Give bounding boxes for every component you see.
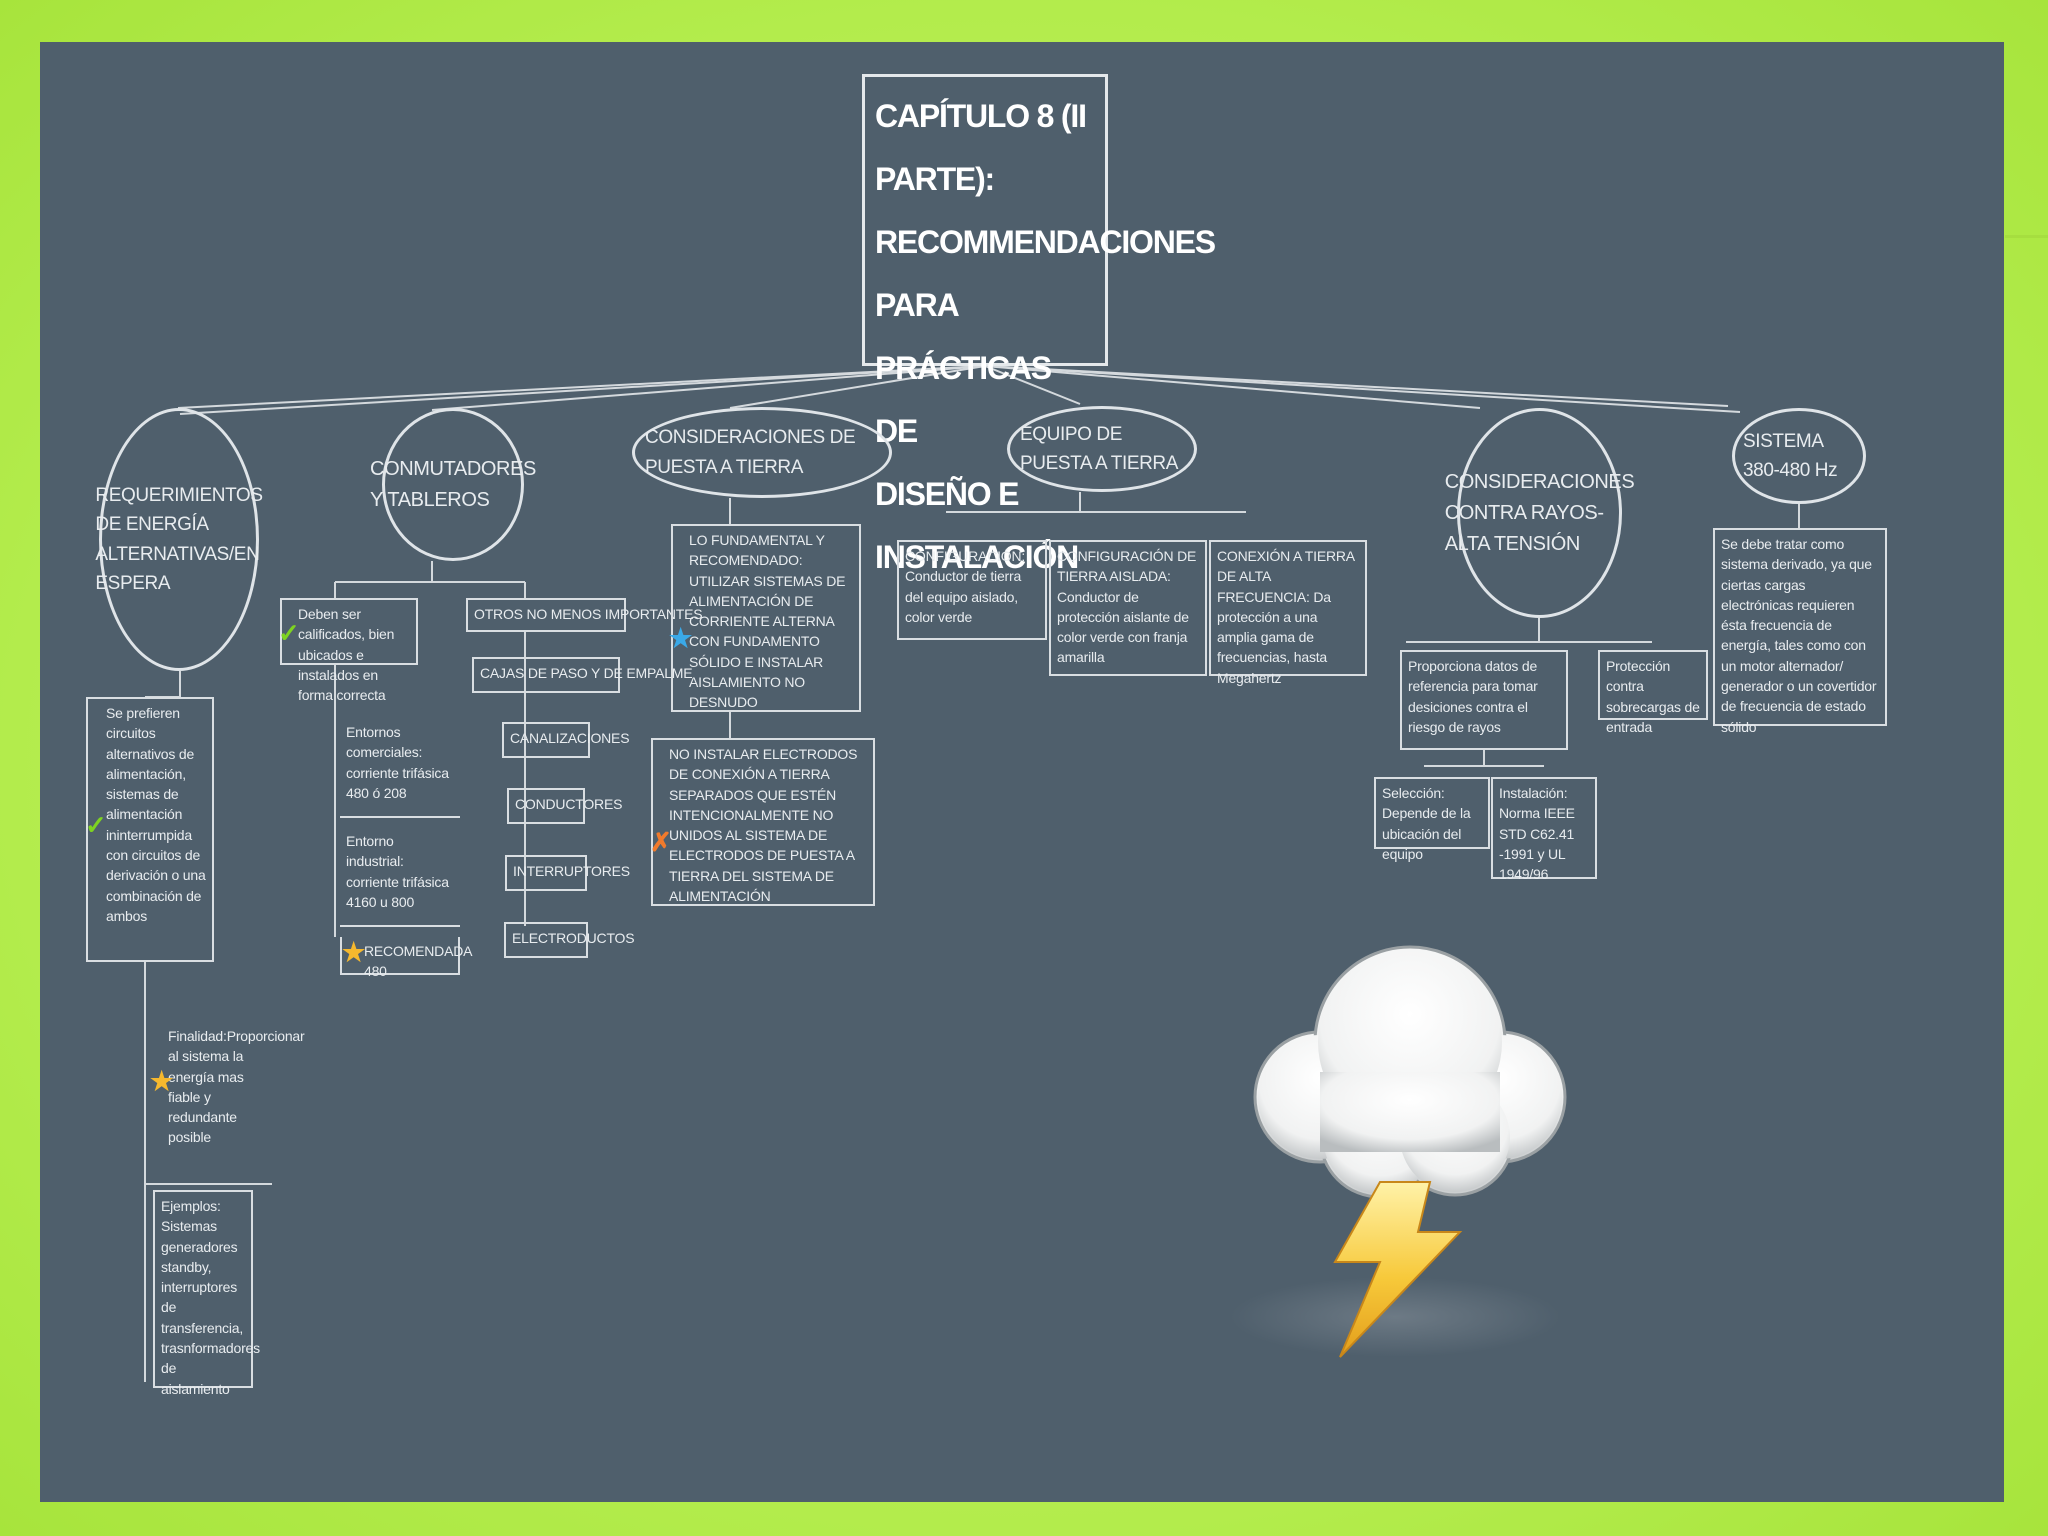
check-icon: ✓: [278, 618, 300, 648]
map-title: CAPÍTULO 8 (II PARTE): RECOMMENDACIONES …: [862, 74, 1216, 575]
conmutadores-comerciales-text: Entornos comerciales: corriente trifásic…: [346, 724, 449, 801]
energia-ejemplos-text: Ejemplos: Sistemas generadores standby, …: [161, 1198, 260, 1397]
equipo-configuracion-text: CONFIGURACIÓN: Conductor de tierra del e…: [905, 548, 1026, 625]
decorative-line: [2005, 235, 2048, 238]
rayos-seleccion-text: Selección: Depende de la ubicación del e…: [1382, 785, 1471, 862]
branch-puesta-oval: CONSIDERACIONES DE PUESTA A TIERRA: [632, 407, 892, 498]
rayos-proteccion-box: Protección contra sobrecargas de entrada: [1598, 650, 1708, 735]
rayos-datos-box: Proporciona datos de referencia para tom…: [1400, 650, 1568, 750]
conmutadores-comerciales-box: Entornos comerciales: corriente trifásic…: [340, 718, 460, 818]
concept-map-board: CAPÍTULO 8 (II PARTE): RECOMMENDACIONES …: [40, 42, 2004, 1502]
branch-rayos-oval: CONSIDERACIONES CONTRA RAYOS- ALTA TENSI…: [1445, 408, 1635, 618]
star-icon: ★: [342, 937, 366, 967]
puesta-no-instalar-box: NO INSTALAR ELECTRODOS DE CONEXIÓN A TIE…: [651, 738, 875, 906]
star-icon: ★: [669, 623, 693, 653]
rayos-instalacion-text: Instalación: Norma IEEE STD C62.41 -1991…: [1499, 785, 1575, 883]
energia-finalidad-text: Finalidad:Proporcionar al sistema la ene…: [168, 1028, 305, 1146]
branch-energia-oval: REQUERIMIENTOS DE ENERGÍA ALTERNATIVAS/E…: [95, 408, 263, 671]
storm-cloud-icon: [1230, 945, 1567, 1358]
branch-equipo-oval: EQUIPO DE PUESTA A TIERRA: [1007, 406, 1197, 492]
title-line-1: CAPÍTULO 8 (II PARTE):: [875, 98, 1087, 197]
energia-detail-box: Se prefieren circuitos alternativos de a…: [86, 697, 214, 962]
title-line-3: PARA PRÁCTICAS DE: [875, 287, 1052, 449]
item-label: CONDUCTORES: [515, 796, 623, 812]
equipo-frecuencia-text: CONEXIÓN A TIERRA DE ALTA FRECUENCIA: Da…: [1217, 548, 1355, 686]
rayos-datos-text: Proporciona datos de referencia para tom…: [1408, 658, 1538, 735]
star-icon: ★: [150, 1066, 174, 1096]
equipo-aislada-text: CONFIGURACIÓN DE TIERRA AISLADA: Conduct…: [1057, 548, 1197, 666]
conmutadores-industrial-text: Entorno industrial: corriente trifásica …: [346, 833, 449, 910]
puesta-fundamental-text: LO FUNDAMENTAL Y RECOMENDADO: UTILIZAR S…: [689, 532, 846, 711]
energia-ejemplos-box: Ejemplos: Sistemas generadores standby, …: [153, 1190, 260, 1397]
conmutadores-otros-box: OTROS NO MENOS IMPORTANTES: [466, 598, 703, 632]
x-mark-icon: ✗: [650, 827, 672, 857]
item-label: CAJAS DE PASO Y DE EMPALME: [480, 665, 693, 681]
conmutadores-recomendada-text: RECOMENDADA 480: [364, 943, 472, 980]
branch-conmutadores-oval: CONMUTADORES Y TABLEROS: [370, 408, 536, 561]
item-label: INTERRUPTORES: [513, 863, 630, 879]
sistema-detail-box: Se debe tratar como sistema derivado, ya…: [1713, 528, 1887, 735]
conmutadores-recomendada-box: RECOMENDADA 480: [340, 937, 472, 979]
conmutadores-industrial-box: Entorno industrial: corriente trifásica …: [340, 827, 460, 927]
energia-finalidad-box: Finalidad:Proporcionar al sistema la ene…: [162, 1022, 305, 1182]
equipo-configuracion-box: CONFIGURACIÓN: Conductor de tierra del e…: [897, 540, 1047, 640]
conmutadores-item-canalizaciones: CANALIZACIONES: [502, 722, 630, 758]
rayos-instalacion-box: Instalación: Norma IEEE STD C62.41 -1991…: [1491, 777, 1597, 883]
equipo-frecuencia-box: CONEXIÓN A TIERRA DE ALTA FRECUENCIA: Da…: [1209, 540, 1367, 686]
item-label: CANALIZACIONES: [510, 730, 630, 746]
rayos-seleccion-box: Selección: Depende de la ubicación del e…: [1374, 777, 1490, 862]
conmutadores-calificados-box: Deben ser calificados, bien ubicados e i…: [280, 598, 418, 703]
check-icon: ✓: [85, 810, 107, 840]
puesta-fundamental-box: LO FUNDAMENTAL Y RECOMENDADO: UTILIZAR S…: [671, 524, 861, 712]
conmutadores-item-interruptores: INTERRUPTORES: [505, 855, 630, 891]
sistema-detail-text: Se debe tratar como sistema derivado, ya…: [1721, 536, 1877, 735]
item-label: ELECTRODUCTOS: [512, 930, 635, 946]
conmutadores-calificados-text: Deben ser calificados, bien ubicados e i…: [298, 606, 395, 704]
branch-sistema-oval: SISTEMA 380-480 Hz: [1732, 408, 1866, 504]
conmutadores-item-electroductos: ELECTRODUCTOS: [504, 922, 635, 958]
energia-detail-text: Se prefieren circuitos alternativos de a…: [106, 705, 206, 924]
conmutadores-otros-text: OTROS NO MENOS IMPORTANTES: [474, 606, 703, 622]
rayos-proteccion-text: Protección contra sobrecargas de entrada: [1606, 658, 1700, 735]
conmutadores-item-conductores: CONDUCTORES: [507, 788, 622, 824]
equipo-aislada-box: CONFIGURACIÓN DE TIERRA AISLADA: Conduct…: [1049, 540, 1207, 676]
puesta-no-instalar-text: NO INSTALAR ELECTRODOS DE CONEXIÓN A TIE…: [669, 746, 858, 905]
title-line-2: RECOMMENDACIONES: [875, 224, 1216, 260]
conmutadores-item-cajas: CAJAS DE PASO Y DE EMPALME: [472, 657, 693, 693]
